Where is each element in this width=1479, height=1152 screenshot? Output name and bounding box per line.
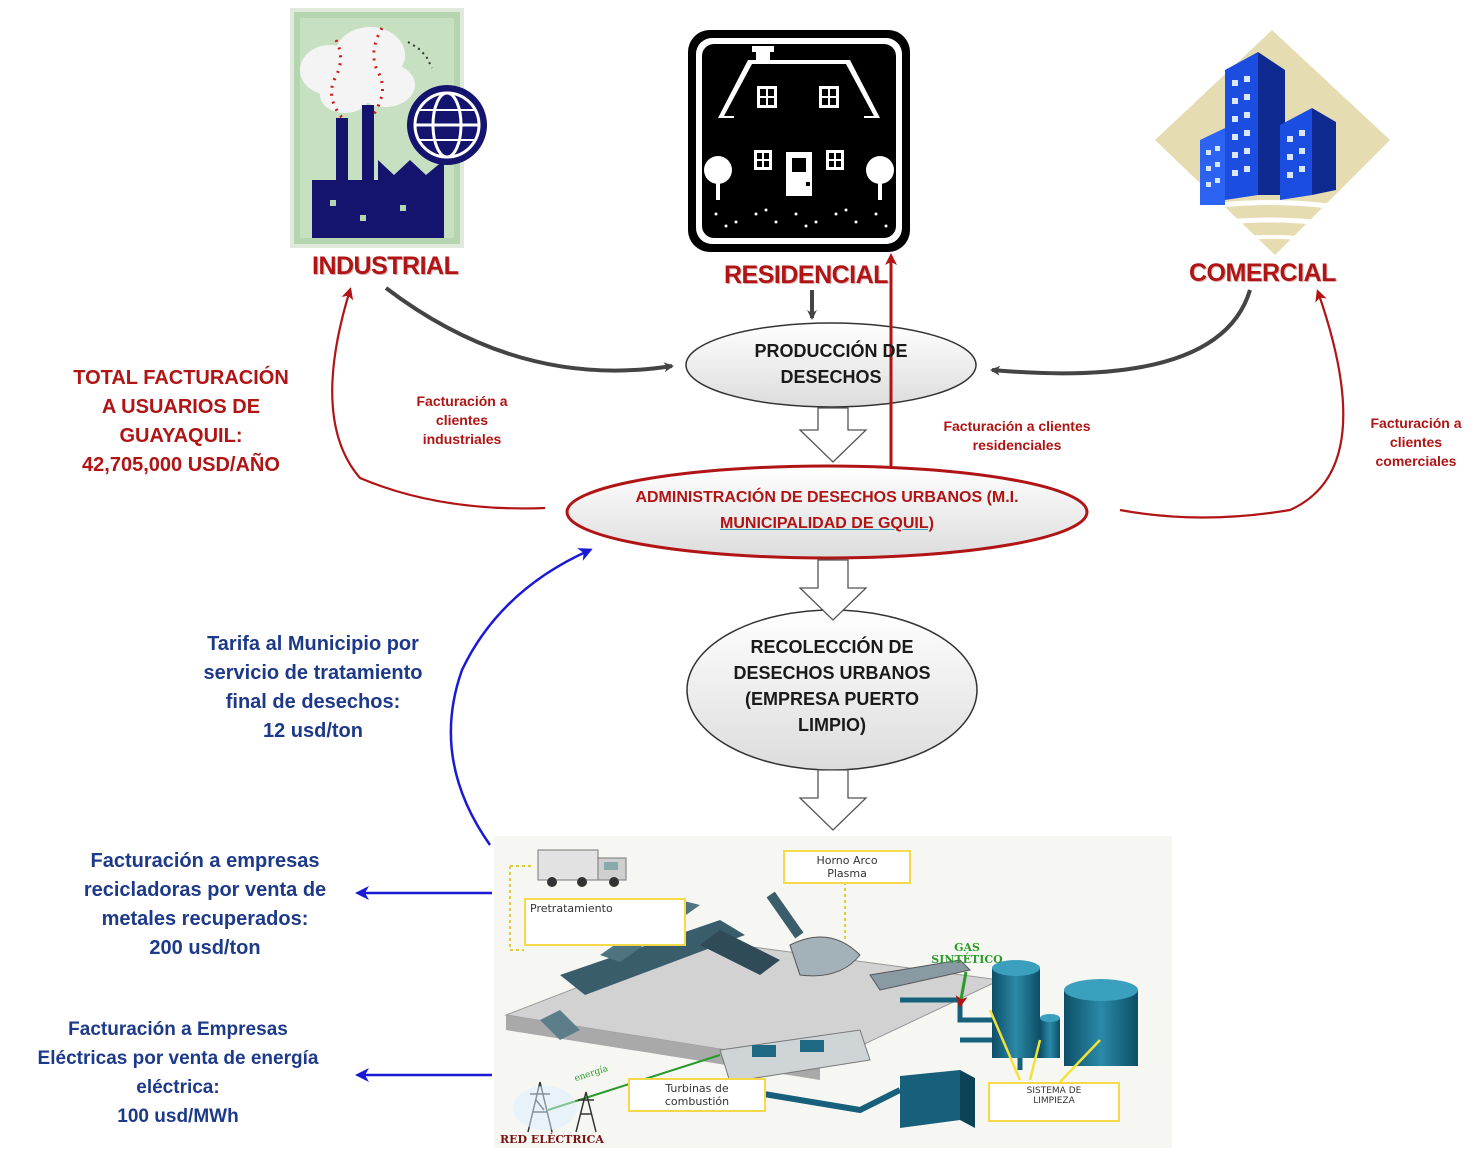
produccion-node-label: PRODUCCIÓN DE DESECHOS xyxy=(754,341,908,387)
down-arrow-2 xyxy=(798,559,868,621)
billing-comerciales-label: Facturación a clientes comerciales xyxy=(1370,415,1462,469)
down-arrow-1 xyxy=(798,407,868,463)
comercial-label: COMERCIAL xyxy=(1189,259,1336,287)
facturacion-energia-label: Facturación a Empresas Eléctricas por ve… xyxy=(37,1019,319,1127)
horno-plasma-label: Horno Arco Plasma xyxy=(783,850,911,884)
billing-industriales-label: Facturación a clientes industriales xyxy=(416,393,508,447)
administracion-node-shape xyxy=(565,464,1089,560)
industrial-label: INDUSTRIAL xyxy=(312,252,459,280)
tarifa-municipio-label: Tarifa al Municipio por servicio de trat… xyxy=(203,633,423,742)
arrow-industrial-to-produccion xyxy=(384,286,674,373)
buildings-icon xyxy=(1155,30,1390,255)
down-arrow-3 xyxy=(798,769,868,831)
truck-icon xyxy=(537,849,627,887)
arrow-comercial-to-produccion xyxy=(990,289,1252,376)
facturacion-metales-label: Facturación a empresas recicladoras por … xyxy=(83,850,327,959)
pretratamiento-label: Pretratamiento xyxy=(524,898,686,946)
administracion-node-label: ADMINISTRACIÓN DE DESECHOS URBANOS (M.I.… xyxy=(635,489,1019,532)
arrow-billing-comercial xyxy=(1119,289,1345,519)
billing-residenciales-label: Facturación a clientes residenciales xyxy=(943,418,1091,453)
house-icon xyxy=(688,30,910,252)
industrial-icon xyxy=(290,8,487,248)
arrow-billing-industrial xyxy=(331,287,546,510)
gas-sintetico-label: GAS SINTÉTICO xyxy=(931,941,1003,966)
recoleccion-node-label: RECOLECCIÓN DE DESECHOS URBANOS (EMPRESA… xyxy=(733,637,931,735)
total-facturacion-label: TOTAL FACTURACIÓN A USUARIOS DE GUAYAQUI… xyxy=(73,367,289,476)
turbinas-label: Turbinas de combustión xyxy=(628,1078,766,1112)
sistema-limpieza-label: SISTEMA DE LIMPIEZA xyxy=(988,1082,1120,1122)
produccion-node-shape xyxy=(685,322,977,408)
arrow-tarifa-municipio xyxy=(449,548,593,846)
residencial-label: RESIDENCIAL xyxy=(724,261,888,289)
red-electrica-label: RED ELÉCTRICA xyxy=(500,1133,604,1146)
